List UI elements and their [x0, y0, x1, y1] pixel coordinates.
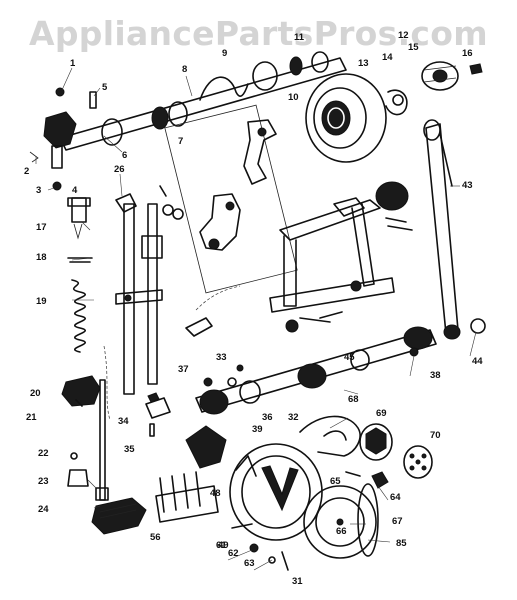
callout-label: 33 [216, 352, 227, 363]
callout-label: 32 [288, 412, 299, 423]
callout-label: 8 [182, 64, 187, 75]
callout-label: 20 [30, 388, 41, 399]
upper-shaft-assembly [29, 51, 347, 191]
callout-label: 4 [72, 185, 78, 196]
callout-label: 61 [216, 540, 227, 551]
callout-label: 1 [70, 58, 76, 69]
connecting-rod [423, 119, 461, 340]
callout-label: 26 [114, 164, 125, 175]
callout-label: 12 [398, 30, 409, 41]
take-up-lever-parts [159, 104, 298, 294]
callout-label: 14 [382, 52, 393, 63]
callout-label: 38 [430, 370, 441, 381]
callout-label: 36 [262, 412, 273, 423]
callout-label: 39 [252, 424, 263, 435]
callout-label: 9 [222, 48, 227, 59]
callout-label: 13 [358, 58, 369, 69]
callout-label: 7 [178, 136, 183, 147]
callout-label: 2 [24, 166, 29, 177]
hook-assembly [155, 415, 433, 571]
callout-label: 19 [36, 296, 47, 307]
callout-label: 18 [36, 252, 47, 263]
callout-label: 56 [150, 532, 161, 543]
callout-label: 69 [376, 408, 387, 419]
callout-label: 10 [288, 92, 299, 103]
callout-label: 48 [210, 488, 221, 499]
callout-label: 67 [392, 516, 403, 527]
callout-label: 44 [472, 356, 483, 367]
callout-label: 21 [26, 412, 37, 423]
feed-mechanism [185, 181, 413, 337]
callout-label: 64 [390, 492, 401, 503]
callout-label: 43 [462, 180, 473, 191]
callout-label: 66 [336, 526, 347, 537]
callout-label: 22 [38, 448, 49, 459]
callout-label: 70 [430, 430, 441, 441]
callout-label: 34 [118, 416, 129, 427]
callout-label: 5 [102, 82, 108, 93]
callout-label: 16 [462, 48, 473, 59]
callout-label: 49 [218, 540, 229, 551]
callout-label: 62 [228, 548, 239, 559]
callout-label: 11 [294, 32, 305, 43]
leader-lines [35, 67, 477, 571]
handwheel-assembly [305, 61, 483, 163]
callout-label: 23 [38, 476, 49, 487]
callout-label: 85 [396, 538, 407, 549]
callout-label: 45 [344, 352, 355, 363]
callout-label: 15 [408, 42, 419, 53]
callout-label: 17 [36, 222, 47, 233]
callout-label: 65 [330, 476, 341, 487]
callout-label: 35 [124, 444, 135, 455]
lower-shaft-assembly [145, 318, 486, 437]
needle-and-presser-bars [61, 193, 163, 535]
callout-label: 24 [38, 504, 49, 515]
callout-labels: 1 2 3 4 5 6 7 8 9 10 11 12 13 14 15 16 1… [24, 30, 483, 587]
callout-label: 3 [36, 185, 41, 196]
callout-label: 31 [292, 576, 303, 587]
callout-label: 63 [244, 558, 255, 569]
callout-label: 6 [122, 150, 127, 161]
watermark: AppliancePartsPros.com [29, 14, 488, 53]
callout-label: 68 [348, 394, 359, 405]
callout-label: 37 [178, 364, 189, 375]
